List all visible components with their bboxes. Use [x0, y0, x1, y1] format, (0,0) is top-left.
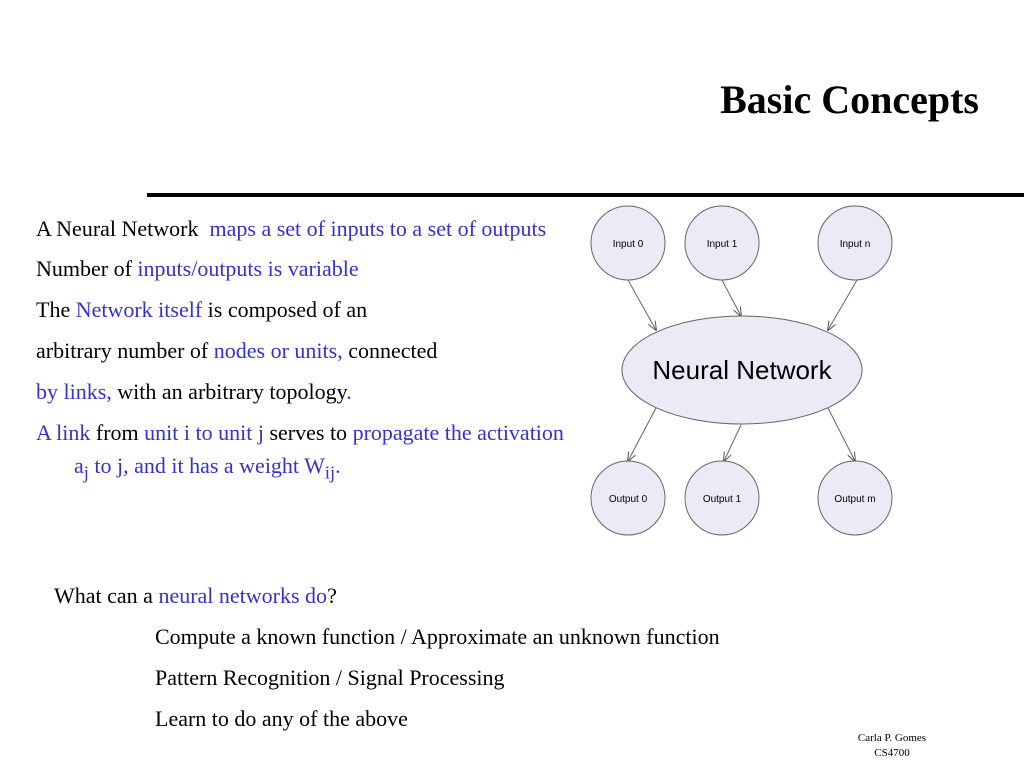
text-by-links: by links,: [36, 379, 112, 404]
text-a-link: A link: [36, 420, 91, 445]
slide-title: Basic Concepts: [720, 77, 979, 122]
label-input-1: Input 1: [707, 239, 738, 250]
text-connected: connected: [342, 338, 438, 363]
answer-compute-function: Compute a known function / Approximate a…: [155, 624, 720, 649]
text-io-variable: inputs/outputs is variable: [137, 256, 359, 281]
text-arbitrary-topology: with an arbitrary topology: [111, 379, 347, 404]
edge-output-1: [724, 424, 742, 461]
bullet-link-definition: A link from unit i to unit j serves to p…: [36, 416, 566, 489]
edge-input-1: [721, 279, 741, 316]
edge-input-0: [627, 279, 656, 330]
text-number-of: Number of: [36, 256, 138, 281]
text-what-can-a: What can a: [54, 583, 159, 608]
bullet-neural-network-definition: A Neural Network maps a set of inputs to…: [36, 212, 566, 245]
text-propagate-activation: propagate the activation a: [74, 420, 564, 478]
node-output-1: Output 1: [684, 460, 760, 536]
label-input-0: Input 0: [613, 239, 644, 250]
edge-output-0: [628, 407, 657, 461]
label-output-0: Output 0: [609, 494, 648, 505]
node-neural-network: Neural Network: [621, 315, 863, 425]
bullet-number-of-io: Number of inputs/outputs is variable: [36, 252, 566, 286]
text-unit-i-to-j: unit i to unit j: [144, 420, 264, 445]
node-input-0: Input 0: [590, 205, 666, 281]
text-nodes-or-units: nodes or units,: [213, 338, 343, 363]
subscript-j: j: [83, 462, 89, 483]
text-neural-networks-do: neural networks do: [158, 583, 328, 608]
label-output-1: Output 1: [703, 494, 742, 505]
text-has-weight: to j, and it has a weight W: [88, 453, 325, 478]
answer-learn-any: Learn to do any of the above: [155, 706, 408, 731]
text-the: The: [36, 297, 76, 322]
text-serves-to: serves to: [263, 420, 353, 445]
footer-course: CS4700: [874, 747, 910, 759]
node-output-m: Output m: [817, 460, 893, 536]
edge-output-m: [827, 407, 855, 461]
body-text: A Neural Network maps a set of inputs to…: [36, 212, 566, 489]
text-network-itself: Network itself: [75, 297, 203, 322]
line-network-composed: The Network itself is composed of an: [36, 293, 566, 327]
text-from: from: [90, 420, 145, 445]
subscript-ij: ij: [324, 462, 336, 483]
answer-pattern-recognition: Pattern Recognition / Signal Processing: [155, 665, 505, 690]
text-is-composed: is composed of an: [202, 297, 368, 322]
label-output-m: Output m: [834, 494, 875, 505]
line-by-links: by links, with an arbitrary topology.: [36, 375, 566, 409]
question-line: What can a neural networks do?: [54, 579, 337, 613]
text-neural-network: A Neural Network: [36, 216, 199, 241]
node-input-n: Input n: [817, 205, 893, 281]
edge-input-n: [828, 279, 858, 330]
text-maps-inputs-outputs: maps a set of inputs to a set of outputs: [209, 216, 547, 241]
label-input-n: Input n: [840, 239, 871, 250]
node-input-1: Input 1: [684, 205, 760, 281]
label-neural-network: Neural Network: [652, 355, 832, 385]
text-period: .: [346, 379, 352, 404]
node-output-0: Output 0: [590, 460, 666, 536]
line-arbitrary-number: arbitrary number of nodes or units, conn…: [36, 334, 566, 368]
footer: Carla P. Gomes CS4700: [836, 731, 948, 761]
footer-author: Carla P. Gomes: [857, 732, 927, 744]
title-divider: [147, 193, 1024, 197]
text-arbitrary-number-of: arbitrary number of: [36, 338, 214, 363]
text-question-mark: ?: [327, 583, 337, 608]
text-final-period: .: [335, 453, 341, 478]
